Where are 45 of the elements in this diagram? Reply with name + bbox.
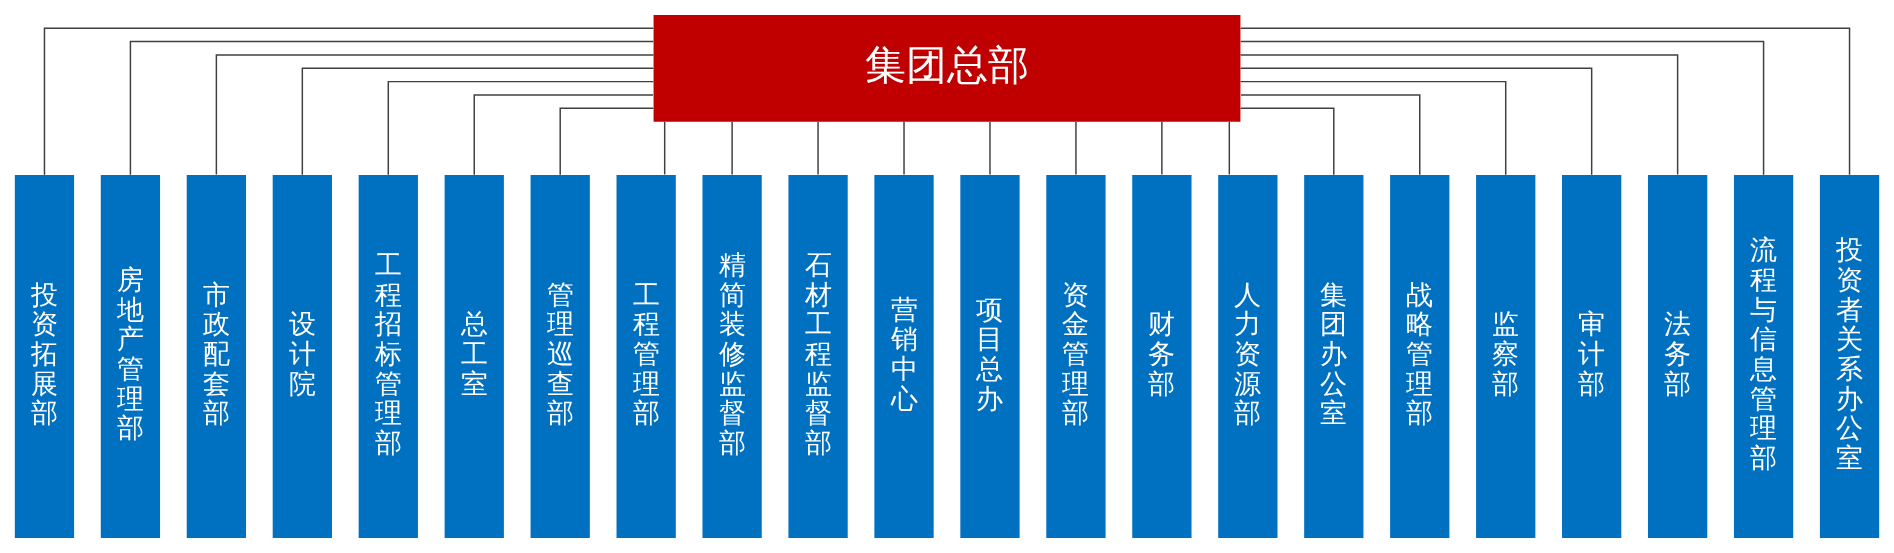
connector	[663, 121, 666, 176]
connector	[1239, 107, 1335, 176]
node-box: 投资拓展部	[14, 175, 75, 539]
node-box: 人力资源部	[1218, 175, 1278, 539]
node-box: 工程管理部	[616, 175, 676, 539]
connector	[215, 54, 655, 176]
node-box: 审计部	[1562, 175, 1622, 539]
node-box: 设计院	[272, 175, 332, 539]
node-box: 管理巡查部	[530, 175, 590, 539]
node-box: 总工室	[444, 175, 504, 539]
connector	[1240, 94, 1421, 176]
node-box: 投资者关系办公室	[1819, 175, 1880, 539]
connector	[43, 27, 655, 176]
connector	[559, 107, 655, 176]
connector	[1161, 121, 1163, 176]
node-box: 石材工程监督部	[788, 175, 848, 539]
connector	[903, 121, 905, 176]
connector	[1228, 121, 1231, 176]
node-box: 战略管理部	[1390, 175, 1450, 539]
node-box: 流程与信息管理部	[1733, 175, 1794, 539]
node-box: 市政配套部	[186, 175, 246, 539]
node-box: 集团总部	[653, 14, 1241, 122]
connector	[1075, 121, 1077, 176]
node-box: 工程招标管理部	[358, 175, 418, 539]
connector	[1239, 54, 1679, 176]
connector	[1239, 67, 1593, 176]
connector	[731, 121, 733, 176]
connector	[817, 121, 819, 176]
connector	[1239, 40, 1765, 176]
node-box: 营销中心	[874, 175, 934, 539]
node-box: 法务部	[1648, 175, 1708, 539]
node-box: 财务部	[1132, 175, 1192, 539]
connector	[301, 67, 655, 176]
node-box: 监察部	[1476, 175, 1536, 539]
node-box: 精简装修监督部	[702, 175, 762, 539]
connector	[473, 94, 654, 176]
node-box: 项目总办	[960, 175, 1020, 539]
connector	[1239, 80, 1507, 176]
connector	[989, 121, 991, 176]
connector	[1239, 27, 1851, 176]
node-box: 房地产管理部	[100, 175, 161, 539]
connector	[129, 40, 655, 176]
node-box: 集团办公室	[1304, 175, 1364, 539]
connector	[387, 80, 655, 176]
node-box: 资金管理部	[1046, 175, 1106, 539]
